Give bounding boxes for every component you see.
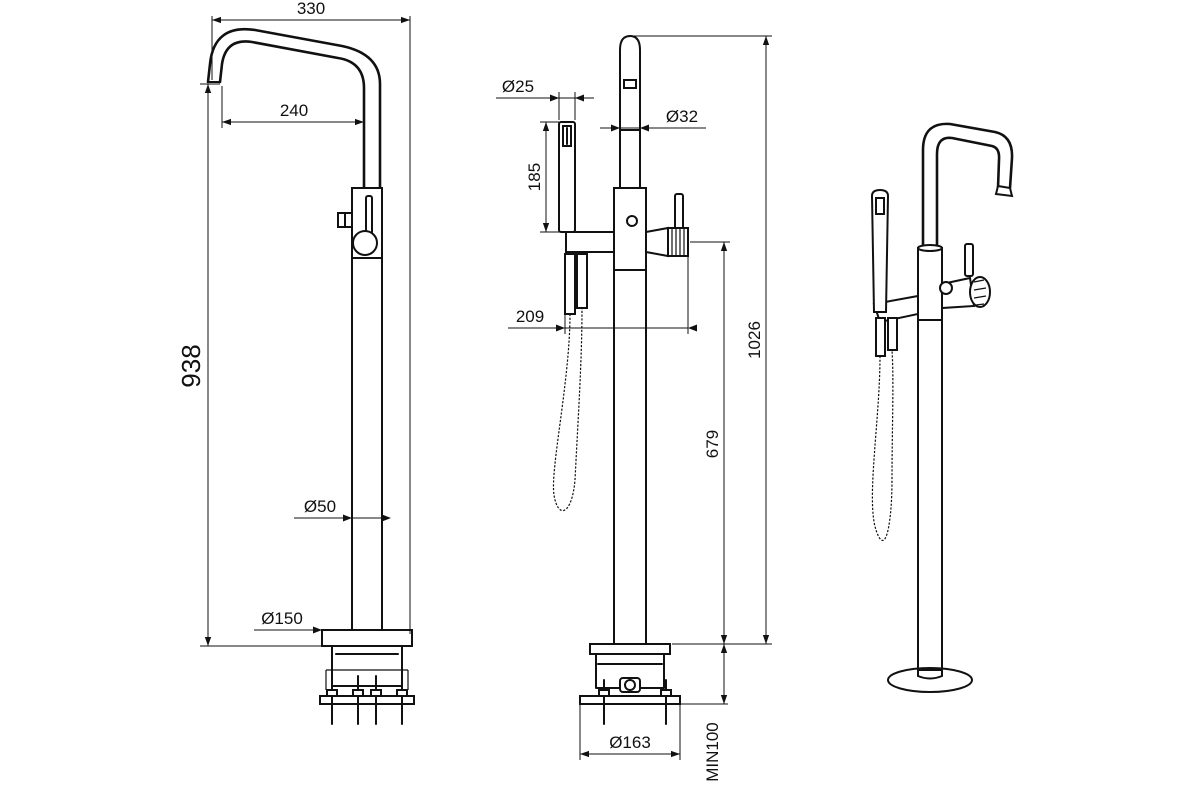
front-body <box>613 187 647 271</box>
persp-lever <box>964 243 974 277</box>
side-spout-inner <box>206 27 382 190</box>
side-handle-knob <box>352 230 378 256</box>
front-knurl <box>671 228 685 256</box>
label-height: 938 <box>176 344 206 387</box>
persp-spout-outlet <box>994 184 1014 198</box>
persp-handshower-head <box>875 197 885 215</box>
front-hose-connector-left <box>564 253 576 315</box>
front-view: Ø25 Ø32 185 209 679 1026 Ø163 MI <box>496 34 772 782</box>
perspective-view <box>870 122 1014 693</box>
label-handshower-length: 185 <box>525 163 544 191</box>
persp-spout-inner <box>935 136 1001 250</box>
persp-diverter <box>939 281 953 295</box>
front-handshower <box>558 121 576 233</box>
front-base-plate <box>589 643 671 655</box>
persp-connector-left <box>875 317 886 357</box>
label-outlet-height: 679 <box>703 430 722 458</box>
persp-spout-outer <box>921 122 1014 250</box>
side-view: 330 240 938 Ø50 Ø150 <box>176 0 415 725</box>
front-spout <box>619 34 641 189</box>
label-handshower-diameter: Ø25 <box>502 77 534 96</box>
label-overall-width: 330 <box>297 0 325 18</box>
front-handle <box>645 226 669 258</box>
front-bolts <box>598 679 672 725</box>
side-bolts <box>326 675 408 725</box>
label-base-diameter: Ø150 <box>261 609 303 628</box>
side-spout-outer <box>218 40 366 190</box>
label-spout-diameter: Ø32 <box>666 107 698 126</box>
persp-column <box>917 319 943 673</box>
front-lever <box>674 193 684 231</box>
label-body-diameter: Ø50 <box>304 497 336 516</box>
front-column <box>613 269 647 645</box>
persp-hose <box>871 349 894 541</box>
side-column <box>351 257 383 631</box>
persp-handle-cap <box>969 276 991 308</box>
persp-handshower <box>870 188 890 313</box>
label-holder-offset: 209 <box>516 307 544 326</box>
front-handle-cap <box>667 227 689 257</box>
side-bracket <box>319 695 415 705</box>
label-min-depth: MIN100 <box>703 722 722 782</box>
side-base-plate <box>321 629 413 647</box>
persp-base-plate <box>887 667 973 693</box>
front-hose-connector-right <box>576 253 588 309</box>
side-lever <box>365 195 373 237</box>
front-valve-ring <box>624 679 636 691</box>
persp-connector-right <box>887 317 898 351</box>
front-aerator <box>623 79 637 89</box>
label-total-height: 1026 <box>745 321 764 359</box>
label-box-diameter: Ø163 <box>609 733 651 752</box>
front-bracket <box>579 695 681 705</box>
front-diverter-button <box>626 215 638 227</box>
front-holder-arm <box>565 231 615 253</box>
persp-body <box>917 247 943 321</box>
side-mounting-box <box>331 645 403 687</box>
front-hose <box>552 307 583 512</box>
label-spout-reach: 240 <box>280 101 308 120</box>
